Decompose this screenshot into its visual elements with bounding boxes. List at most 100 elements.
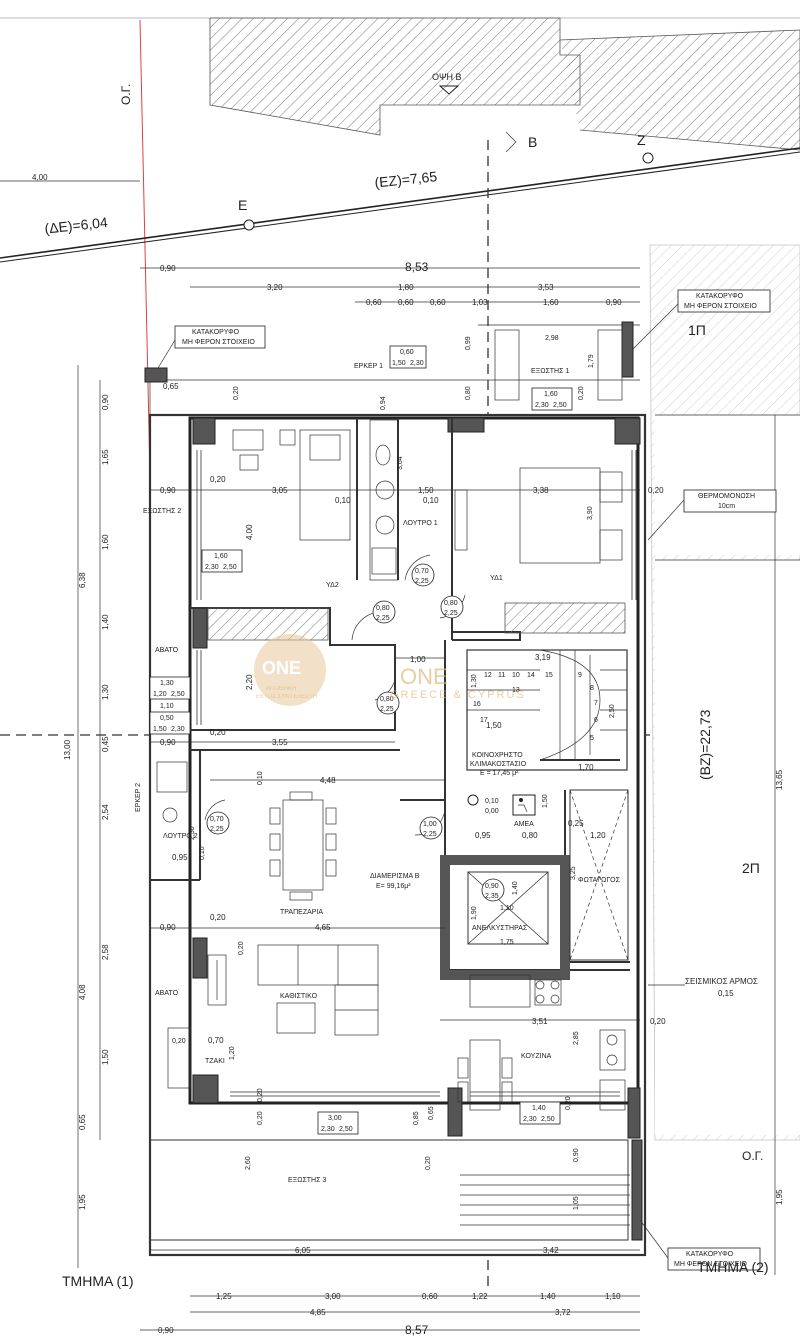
svg-text:0,20: 0,20 bbox=[172, 1038, 186, 1045]
elevator-shaft bbox=[440, 855, 570, 980]
svg-text:16: 16 bbox=[473, 701, 481, 708]
svg-text:0,70: 0,70 bbox=[210, 816, 224, 823]
svg-text:1,50: 1,50 bbox=[392, 360, 406, 367]
svg-text:1,95: 1,95 bbox=[775, 1189, 784, 1205]
svg-text:8,57: 8,57 bbox=[405, 1323, 429, 1337]
svg-text:1,20: 1,20 bbox=[590, 831, 606, 840]
svg-text:0,80: 0,80 bbox=[380, 696, 394, 703]
svg-text:3,05: 3,05 bbox=[272, 486, 288, 495]
svg-text:3,25: 3,25 bbox=[570, 866, 577, 880]
svg-text:6: 6 bbox=[594, 717, 598, 724]
svg-text:GREECE & CYPRUS: GREECE & CYPRUS bbox=[390, 689, 526, 701]
svg-text:12: 12 bbox=[484, 672, 492, 679]
svg-text:3,20: 3,20 bbox=[267, 283, 283, 292]
svg-text:0,20: 0,20 bbox=[648, 486, 664, 495]
svg-text:6,38: 6,38 bbox=[78, 572, 87, 588]
svg-text:1,60: 1,60 bbox=[544, 391, 558, 398]
svg-text:0,90: 0,90 bbox=[573, 1148, 580, 1162]
svg-text:1,50: 1,50 bbox=[153, 726, 167, 733]
svg-text:0,85: 0,85 bbox=[413, 1111, 420, 1125]
elevation-arrow-icon bbox=[438, 85, 460, 95]
svg-text:2,58: 2,58 bbox=[101, 944, 110, 960]
svg-text:ΕΡΚΕΡ 2: ΕΡΚΕΡ 2 bbox=[135, 783, 142, 812]
svg-text:ΑΒΑΤΟ: ΑΒΑΤΟ bbox=[155, 990, 179, 997]
svg-text:2,50: 2,50 bbox=[171, 691, 185, 698]
svg-text:ΕΚΤΟΣ ΣΥΝΤΕΛΕΣΤΗ: ΕΚΤΟΣ ΣΥΝΤΕΛΕΣΤΗ bbox=[256, 694, 317, 700]
svg-text:ΦΩΤΑΓΩΓΟΣ: ΦΩΤΑΓΩΓΟΣ bbox=[578, 877, 621, 884]
svg-text:1,00: 1,00 bbox=[423, 821, 437, 828]
svg-text:0,15: 0,15 bbox=[718, 989, 734, 998]
svg-text:3,72: 3,72 bbox=[555, 1308, 571, 1317]
svg-text:0,80: 0,80 bbox=[465, 386, 472, 400]
dim-de: (ΔΕ)=6,04 bbox=[44, 214, 109, 237]
svg-text:0,65: 0,65 bbox=[78, 1114, 87, 1130]
svg-text:13: 13 bbox=[512, 687, 520, 694]
svg-text:0,80: 0,80 bbox=[522, 831, 538, 840]
svg-text:0,65: 0,65 bbox=[163, 382, 179, 391]
svg-text:2,30: 2,30 bbox=[535, 402, 549, 409]
svg-text:0,80: 0,80 bbox=[444, 600, 458, 607]
svg-text:0,65: 0,65 bbox=[428, 1106, 435, 1120]
svg-text:2,30: 2,30 bbox=[189, 826, 196, 840]
neighbor-gap-2p bbox=[655, 560, 800, 1135]
svg-text:1,50: 1,50 bbox=[418, 486, 434, 495]
svg-text:3,51: 3,51 bbox=[532, 1017, 548, 1026]
svg-text:ΘΕΡΜΟΜΟΝΩΣΗ: ΘΕΡΜΟΜΟΝΩΣΗ bbox=[698, 493, 755, 500]
point-e-marker-icon bbox=[243, 219, 255, 231]
svg-text:3,90: 3,90 bbox=[587, 506, 594, 520]
svg-text:2,50: 2,50 bbox=[223, 564, 237, 571]
svg-text:ΜΗ ΦΕΡΟΝ ΣΤΟΙΧΕΙΟ: ΜΗ ΦΕΡΟΝ ΣΤΟΙΧΕΙΟ bbox=[684, 303, 757, 310]
windows bbox=[196, 450, 637, 1097]
svg-text:0,90: 0,90 bbox=[160, 923, 176, 932]
svg-text:0,70: 0,70 bbox=[208, 1036, 224, 1045]
svg-text:0,20: 0,20 bbox=[233, 386, 240, 400]
svg-text:1,10: 1,10 bbox=[160, 703, 174, 710]
svg-text:ΚΑΤΑΚΟΡΥΦΟ: ΚΑΤΑΚΟΡΥΦΟ bbox=[686, 1251, 734, 1258]
svg-text:1,30: 1,30 bbox=[160, 680, 174, 687]
svg-text:ΤΖΑΚΙ: ΤΖΑΚΙ bbox=[205, 1058, 225, 1065]
svg-text:1,40: 1,40 bbox=[101, 614, 110, 630]
svg-text:3,38: 3,38 bbox=[533, 486, 549, 495]
svg-text:0,60: 0,60 bbox=[422, 1292, 438, 1301]
svg-text:1,40: 1,40 bbox=[512, 881, 519, 895]
og-label-top: Ο.Γ. bbox=[119, 84, 133, 105]
svg-text:ONE: ONE bbox=[262, 658, 301, 678]
callouts: ΚΑΤΑΚΟΡΥΦΟ ΜΗ ΦΕΡΟΝ ΣΤΟΙΧΕΙΟ ΚΑΤΑΚΟΡΥΦΟ … bbox=[62, 289, 777, 1289]
svg-text:2,30: 2,30 bbox=[523, 1116, 537, 1123]
svg-text:0,90: 0,90 bbox=[485, 883, 499, 890]
svg-text:ΚΑΤΑΚΟΡΥΦΟ: ΚΑΤΑΚΟΡΥΦΟ bbox=[696, 293, 744, 300]
svg-text:6,05: 6,05 bbox=[295, 1246, 311, 1255]
svg-text:1,50: 1,50 bbox=[486, 721, 502, 730]
svg-text:1,25: 1,25 bbox=[216, 1292, 232, 1301]
svg-text:0,94: 0,94 bbox=[380, 396, 387, 410]
svg-text:0,90: 0,90 bbox=[160, 486, 176, 495]
svg-text:0,20: 0,20 bbox=[210, 728, 226, 737]
svg-text:2,30: 2,30 bbox=[321, 1126, 335, 1133]
svg-text:0,95: 0,95 bbox=[172, 853, 188, 862]
svg-text:2,98: 2,98 bbox=[545, 335, 559, 342]
svg-text:1,05: 1,05 bbox=[573, 1196, 580, 1210]
svg-text:ONE: ONE bbox=[400, 664, 448, 689]
svg-text:2,50: 2,50 bbox=[339, 1126, 353, 1133]
svg-text:0,60: 0,60 bbox=[400, 349, 414, 356]
svg-text:2,25: 2,25 bbox=[210, 826, 224, 833]
svg-text:0,45: 0,45 bbox=[101, 736, 110, 752]
section-b-arrow-icon bbox=[505, 131, 517, 153]
svg-text:1,03: 1,03 bbox=[472, 298, 488, 307]
svg-text:0,20: 0,20 bbox=[425, 1156, 432, 1170]
svg-text:1,00: 1,00 bbox=[410, 655, 426, 664]
stairwell: 10 11 12 13 14 15 16 17 9 8 7 6 5 bbox=[466, 649, 628, 771]
svg-text:0,25: 0,25 bbox=[568, 819, 584, 828]
svg-text:1,79: 1,79 bbox=[588, 354, 595, 368]
svg-text:0,95: 0,95 bbox=[475, 831, 491, 840]
svg-text:1,30: 1,30 bbox=[471, 674, 478, 688]
dim-400: 4,00 bbox=[32, 173, 48, 182]
svg-text:1,50: 1,50 bbox=[101, 1049, 110, 1065]
elevation-label: ΟΨΗ Β bbox=[432, 72, 462, 82]
svg-text:1,95: 1,95 bbox=[78, 1194, 87, 1210]
svg-text:1,60: 1,60 bbox=[101, 534, 110, 550]
svg-text:0,10: 0,10 bbox=[423, 496, 439, 505]
svg-text:ΥΔ2: ΥΔ2 bbox=[326, 582, 339, 589]
watermark: ONE ΑΠΟΘΗΚΗ ΕΚΤΟΣ ΣΥΝΤΕΛΕΣΤΗ ONE GREECE … bbox=[254, 634, 526, 706]
